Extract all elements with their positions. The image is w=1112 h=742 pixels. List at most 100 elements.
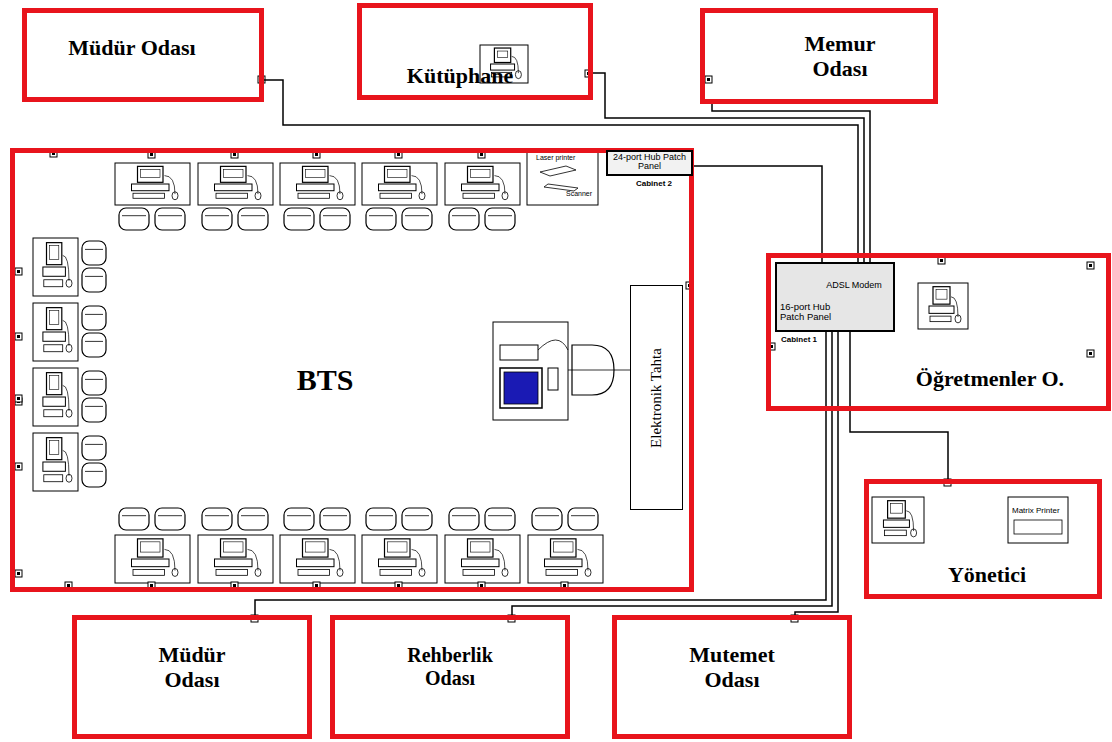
screen bbox=[224, 542, 244, 552]
chair bbox=[449, 508, 479, 530]
chair-line bbox=[122, 515, 146, 516]
chair-line bbox=[122, 215, 146, 216]
wall-port-hole bbox=[315, 584, 318, 587]
monitor bbox=[47, 373, 62, 395]
monitor bbox=[221, 539, 247, 557]
monitor bbox=[47, 438, 62, 460]
chair bbox=[202, 208, 232, 230]
keyboard bbox=[133, 570, 165, 576]
wall-port bbox=[938, 257, 945, 264]
desk bbox=[918, 283, 968, 329]
wall-port-hole bbox=[1089, 264, 1092, 267]
chair-line bbox=[158, 515, 182, 516]
monitor bbox=[221, 166, 247, 182]
screen bbox=[497, 51, 507, 57]
wall-port bbox=[15, 395, 22, 402]
cpu-case bbox=[929, 306, 954, 313]
monitor bbox=[138, 166, 164, 182]
chair-line bbox=[452, 215, 476, 216]
wall-port bbox=[15, 333, 22, 340]
room-box: Kütüphane bbox=[357, 3, 593, 100]
wall-port-hole bbox=[17, 397, 20, 400]
wall-port-hole bbox=[233, 584, 236, 587]
desk bbox=[198, 163, 273, 205]
monitor bbox=[494, 48, 510, 62]
room-box: Memur Odası bbox=[700, 8, 938, 104]
keyboard bbox=[380, 570, 412, 576]
board-cable bbox=[568, 370, 630, 371]
keyboard bbox=[546, 570, 578, 576]
cpu-case bbox=[297, 184, 335, 191]
screen bbox=[936, 290, 947, 299]
screen bbox=[554, 542, 574, 552]
room-box: Müdür Odası bbox=[72, 615, 312, 739]
chair-line bbox=[205, 215, 229, 216]
desk bbox=[115, 535, 190, 583]
chair-line bbox=[405, 215, 429, 216]
wall-port-hole bbox=[1089, 352, 1092, 355]
scanner bbox=[544, 184, 578, 191]
screen bbox=[471, 542, 491, 552]
chair-line bbox=[85, 379, 103, 380]
cpu-case bbox=[379, 559, 417, 567]
keyboard bbox=[44, 410, 63, 417]
screen bbox=[224, 169, 244, 177]
monitor bbox=[47, 243, 62, 265]
monitor bbox=[468, 539, 494, 557]
laser-printer bbox=[540, 166, 576, 176]
screen bbox=[141, 169, 161, 177]
wall-port-hole bbox=[397, 153, 400, 156]
keyboard bbox=[44, 345, 63, 352]
keyboard bbox=[216, 193, 248, 198]
desk bbox=[33, 303, 78, 361]
room-name: Öğretmenler O. bbox=[879, 366, 1101, 391]
cpu-case bbox=[462, 184, 500, 191]
device-label: 24-port Hub Patch Panel bbox=[610, 153, 689, 171]
cpu-case bbox=[379, 184, 417, 191]
wall-port-hole bbox=[940, 259, 943, 262]
cable bbox=[330, 176, 341, 194]
desk bbox=[445, 535, 520, 583]
cable bbox=[538, 340, 568, 350]
network-cable bbox=[850, 332, 948, 479]
wall-port-hole bbox=[67, 584, 70, 587]
chair bbox=[82, 371, 106, 395]
chair bbox=[119, 208, 149, 230]
screen bbox=[891, 504, 903, 513]
desk bbox=[362, 163, 437, 205]
cpu-case bbox=[132, 184, 170, 191]
keyboard bbox=[44, 280, 63, 287]
cpu-case bbox=[43, 397, 66, 406]
network-cable bbox=[264, 80, 858, 262]
chair bbox=[82, 436, 106, 460]
wall-port-hole bbox=[397, 584, 400, 587]
cable bbox=[248, 549, 259, 570]
printer-body bbox=[1014, 520, 1062, 534]
cable bbox=[330, 549, 341, 570]
room-box: Mutemet Odası bbox=[612, 615, 852, 739]
monitor bbox=[933, 287, 950, 304]
desk bbox=[528, 535, 603, 583]
chair bbox=[320, 208, 350, 230]
cable bbox=[412, 549, 423, 570]
chair bbox=[320, 508, 350, 530]
screen bbox=[504, 372, 538, 404]
desk bbox=[198, 535, 273, 583]
room-box: Rehberlik Odası bbox=[330, 615, 570, 739]
cable bbox=[412, 176, 423, 194]
cable bbox=[951, 297, 958, 317]
desk bbox=[33, 433, 78, 491]
chair-line bbox=[85, 314, 103, 315]
keyboard bbox=[463, 570, 495, 576]
chair bbox=[284, 208, 314, 230]
keyboard bbox=[930, 316, 951, 322]
chair bbox=[485, 208, 515, 230]
desk bbox=[280, 163, 355, 205]
hub-cabinet: 24-port Hub Patch PanelCabinet 2 bbox=[606, 150, 693, 176]
room-box: Öğretmenler O.ADSL Modem16-port Hub Patc… bbox=[766, 253, 1111, 411]
device-label: Scanner bbox=[566, 190, 592, 197]
chair-line bbox=[85, 249, 103, 250]
desk bbox=[115, 163, 190, 205]
wall-port-hole bbox=[315, 153, 318, 156]
chair bbox=[238, 208, 268, 230]
